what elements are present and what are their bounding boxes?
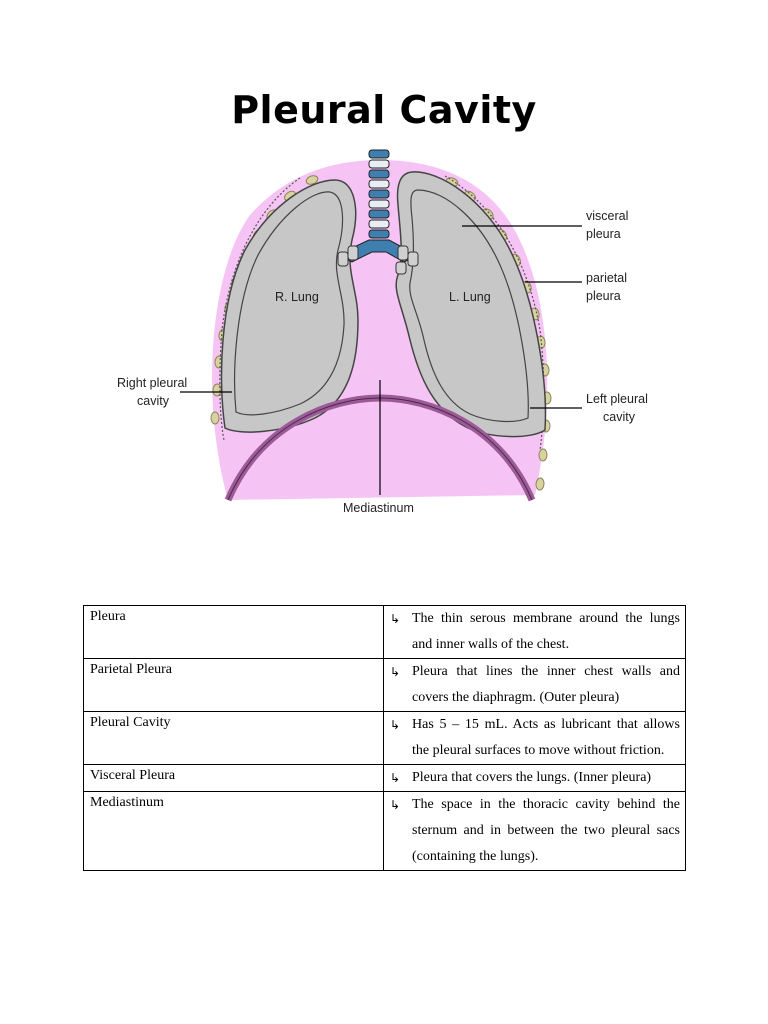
table-row: Pleura ↳ The thin serous membrane around t… — [83, 605, 686, 659]
label-left-pleural: Left pleural — [586, 392, 648, 406]
term-cell: Pleura — [83, 605, 384, 659]
term-cell: Mediastinum — [83, 791, 384, 871]
right-turn-arrow-icon: ↳ — [390, 771, 401, 785]
definition-text: The thin serous membrane around the lung… — [412, 611, 680, 652]
label-parietal-pleura: pleura — [586, 289, 621, 303]
term-cell: Visceral Pleura — [83, 764, 384, 792]
trachea — [343, 149, 413, 263]
label-right-cavity: cavity — [137, 394, 170, 408]
table-row: Pleural Cavity ↳ Has 5 – 15 mL. Acts as lu… — [83, 711, 686, 765]
page-title: Pleural Cavity — [231, 88, 537, 132]
right-turn-arrow-icon: ↳ — [390, 798, 401, 812]
bronchi — [337, 245, 419, 275]
label-r-lung: R. Lung — [275, 290, 319, 304]
table-row: Visceral Pleura ↳ Pleura that covers the l… — [83, 764, 686, 792]
label-l-lung: L. Lung — [449, 290, 491, 304]
leader-lines — [180, 225, 582, 495]
label-parietal: parietal — [586, 271, 627, 285]
definition-cell: ↳ Pleura that covers the lungs. (Inner pl… — [383, 764, 686, 792]
pleural-cavity-diagram: visceral pleura parietal pleura R. Lung … — [117, 149, 648, 515]
definition-cell: ↳ The space in the thoracic cavity behind… — [383, 791, 686, 871]
definition-text: Pleura that covers the lungs. (Inner ple… — [412, 770, 652, 785]
label-mediastinum: Mediastinum — [343, 501, 414, 515]
right-lung — [234, 191, 345, 416]
label-left-cavity: cavity — [603, 410, 636, 424]
definition-cell: ↳ The thin serous membrane around the lun… — [383, 605, 686, 659]
right-turn-arrow-icon: ↳ — [390, 612, 401, 626]
definition-cell: ↳ Pleura that lines the inner chest walls… — [383, 658, 686, 712]
table-row: Parietal Pleura ↳ Pleura that lines the in… — [83, 658, 686, 712]
definition-text: Pleura that lines the inner chest walls … — [412, 664, 680, 705]
definition-text: Has 5 – 15 mL. Acts as lubricant that al… — [412, 717, 680, 758]
term-cell: Parietal Pleura — [83, 658, 384, 712]
parietal-pleura-outline-left — [219, 177, 301, 441]
label-right-pleural: Right pleural — [117, 376, 187, 390]
definitions-table: Pleura ↳ The thin serous membrane around t… — [83, 605, 686, 871]
term-cell: Pleural Cavity — [83, 711, 384, 765]
label-visceral: visceral — [586, 209, 628, 223]
right-turn-arrow-icon: ↳ — [390, 718, 401, 732]
definition-text: The space in the thoracic cavity behind … — [412, 797, 680, 864]
definition-cell: ↳ Has 5 – 15 mL. Acts as lubricant that a… — [383, 711, 686, 765]
right-turn-arrow-icon: ↳ — [390, 665, 401, 679]
left-lung — [409, 189, 529, 423]
label-visceral-pleura: pleura — [586, 227, 621, 241]
table-row: Mediastinum ↳ The space in the thoracic ca… — [83, 791, 686, 871]
